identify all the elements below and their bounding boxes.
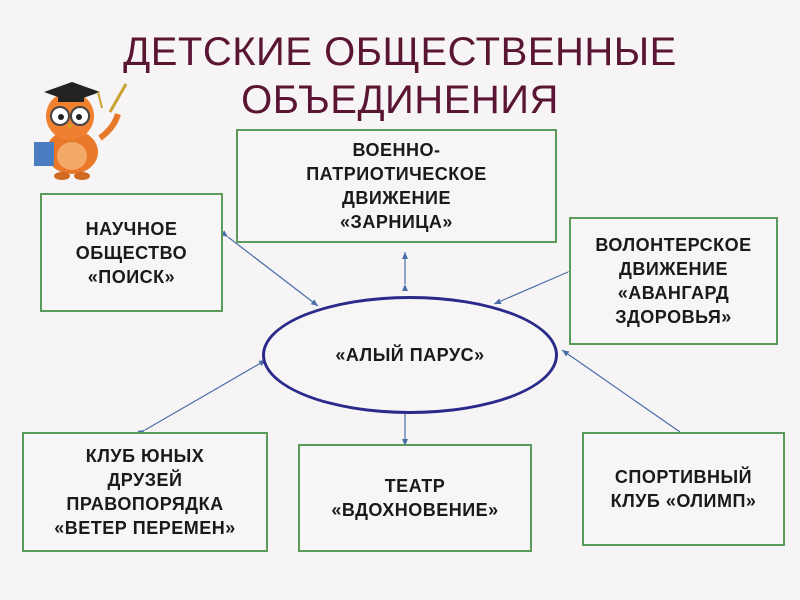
box-line: КЛУБ «ОЛИМП» [610,491,757,511]
box-line: «ВЕТЕР ПЕРЕМЕН» [54,518,236,538]
box-line: ПРАВОПОРЯДКА [66,494,224,514]
box-volunteer-movement: ВОЛОНТЕРСКОЕ ДВИЖЕНИЕ «АВАНГАРД ЗДОРОВЬЯ… [569,217,778,345]
box-line: «ЗАРНИЦА» [340,212,453,232]
page-title: ДЕТСКИЕ ОБЩЕСТВЕННЫЕ ОБЪЕДИНЕНИЯ [100,28,700,124]
center-ellipse: «АЛЫЙ ПАРУС» [262,296,558,414]
box-line: ЗДОРОВЬЯ» [615,307,732,327]
box-line: ОБЩЕСТВО [75,242,188,263]
arrow-club [137,359,267,437]
title-line-2: ОБЪЕДИНЕНИЯ [241,78,559,122]
box-line: ДВИЖЕНИЕ [342,188,451,208]
box-science-society: НАУЧНОЕ ОБЩЕСТВО «ПОИСК» [40,193,223,312]
box-line: «АВАНГАРД [617,283,730,303]
box-military-patriotic: ВОЕННО- ПАТРИОТИЧЕСКОЕ ДВИЖЕНИЕ «ЗАРНИЦА… [236,129,557,243]
owl-graduate-icon [34,82,128,180]
box-line: ТЕАТР [384,476,446,496]
box-theatre: ТЕАТР «ВДОХНОВЕНИЕ» [298,444,532,552]
box-line: ПАТРИОТИЧЕСКОЕ [306,164,487,184]
box-line: ДВИЖЕНИЕ [619,259,728,279]
arrow-science [220,230,319,307]
title-line-1: ДЕТСКИЕ ОБЩЕСТВЕННЫЕ [123,30,677,74]
box-line: «ПОИСК» [87,266,176,287]
arrow-volunteer [493,266,576,305]
arrow-sport [561,349,688,439]
box-line: ВОЛОНТЕРСКОЕ [595,235,752,255]
center-label: «АЛЫЙ ПАРУС» [335,344,485,365]
box-line: ВОЕННО- [352,140,441,160]
box-sport-club: СПОРТИВНЫЙ КЛУБ «ОЛИМП» [582,432,785,546]
box-law-club: КЛУБ ЮНЫХ ДРУЗЕЙ ПРАВОПОРЯДКА «ВЕТЕР ПЕР… [22,432,268,552]
box-line: НАУЧНОЕ [85,218,178,239]
box-line: «ВДОХНОВЕНИЕ» [331,500,499,520]
box-line: КЛУБ ЮНЫХ [85,446,205,466]
box-line: ДРУЗЕЙ [107,470,183,490]
box-line: СПОРТИВНЫЙ [614,467,753,487]
